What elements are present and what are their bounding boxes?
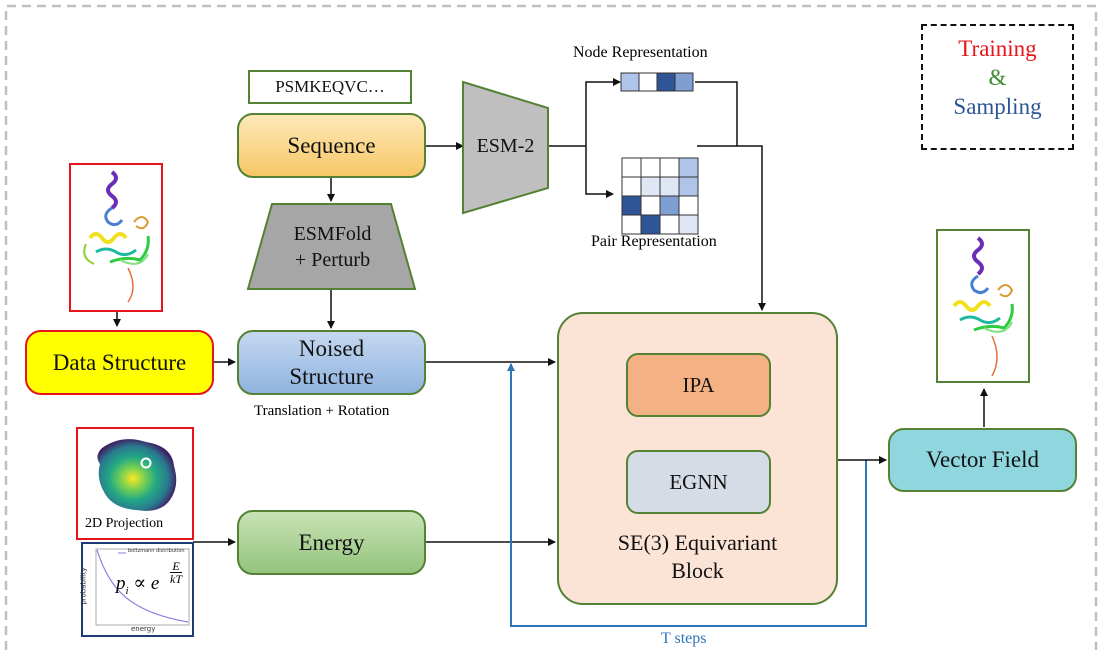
projection-label: 2D Projection — [85, 516, 164, 531]
node-representation-vector — [620, 72, 694, 92]
formula-p: p — [116, 573, 126, 594]
egnn-node: EGNN — [626, 450, 771, 514]
se3-block-title: SE(3) Equivariant Block — [557, 527, 838, 587]
esm2-trapezoid — [462, 80, 549, 215]
pair-representation-label: Pair Representation — [591, 233, 717, 250]
noised-caption: Translation + Rotation — [254, 403, 390, 419]
formula-exponent: E kT — [170, 560, 182, 585]
node-representation-label: Node Representation — [573, 44, 708, 61]
noised-label-line2: Structure — [289, 363, 374, 389]
boltzmann-plot — [81, 542, 194, 637]
data-structure-label: Data Structure — [52, 349, 187, 375]
legend-sampling: Sampling — [953, 94, 1042, 119]
egnn-label: EGNN — [669, 469, 728, 494]
t-steps-loop — [507, 363, 867, 627]
line-pair-rep-out — [697, 145, 766, 311]
esm2-node: ESM-2 — [463, 128, 548, 164]
esm2-label: ESM-2 — [476, 134, 535, 157]
boltzmann-formula: pi ∝ e — [116, 572, 159, 597]
protein-structure-image-left — [69, 163, 163, 312]
formula-minus-fraction-num: E — [170, 560, 182, 573]
line-node-rep-out — [695, 81, 738, 146]
boltzmann-ylabel: probability — [79, 567, 88, 605]
sequence-label: Sequence — [287, 132, 376, 158]
vector-field-label: Vector Field — [925, 447, 1040, 472]
data-structure-node: Data Structure — [25, 330, 214, 395]
energy-label: Energy — [298, 529, 365, 555]
boltzmann-legend: boltzmann distribution — [128, 548, 185, 554]
t-steps-label: T steps — [661, 630, 707, 647]
pair-representation-matrix — [621, 157, 699, 235]
boltzmann-xlabel: energy — [131, 625, 156, 633]
vector-field-node: Vector Field — [888, 428, 1077, 492]
esmfold-label-line2: + Perturb — [294, 249, 371, 271]
esmfold-trapezoid — [246, 203, 417, 290]
projection-image — [76, 427, 194, 540]
formula-rel: ∝ e — [133, 573, 160, 594]
outer-dashed-frame — [4, 4, 1098, 650]
arrow-to-node-rep — [585, 78, 621, 146]
ipa-label: IPA — [682, 372, 715, 397]
block-label-line2: Block — [671, 558, 724, 583]
energy-node: Energy — [237, 510, 426, 575]
esmfold-label-line1: ESMFold — [293, 223, 372, 245]
noised-structure-node: Noised Structure — [237, 330, 426, 395]
formula-fraction-den: kT — [170, 572, 182, 586]
esmfold-node: ESMFold + Perturb — [250, 214, 415, 280]
legend-training: Training — [958, 36, 1037, 61]
sequence-node: Sequence — [237, 113, 426, 178]
sequence-string-box: PSMKEQVC… — [248, 70, 412, 104]
sequence-string: PSMKEQVC… — [275, 77, 385, 96]
legend-box: Training & Sampling — [921, 24, 1074, 150]
noised-label-line1: Noised — [298, 335, 365, 361]
arrow-to-pair-rep — [585, 146, 614, 198]
formula-sub: i — [125, 584, 129, 597]
block-label-line1: SE(3) Equivariant — [617, 530, 778, 555]
ipa-node: IPA — [626, 353, 771, 417]
protein-structure-image-right — [936, 229, 1030, 383]
legend-and: & — [988, 65, 1007, 90]
